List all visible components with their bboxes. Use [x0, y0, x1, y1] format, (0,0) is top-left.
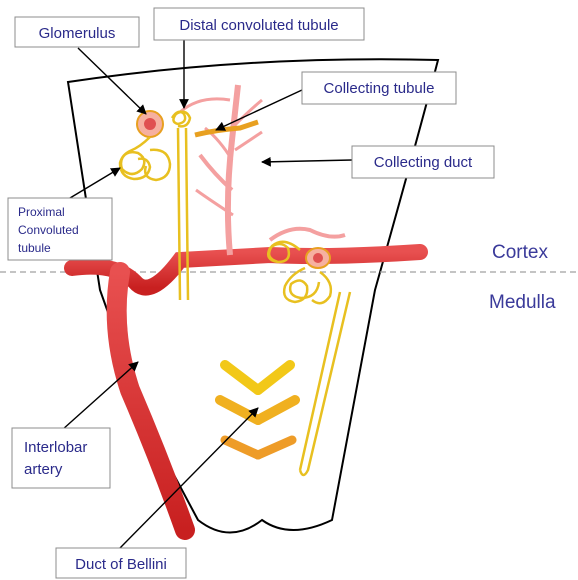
svg-text:Distal convoluted tubule: Distal convoluted tubule [179, 17, 338, 34]
svg-text:Collecting duct: Collecting duct [374, 154, 473, 171]
svg-text:Collecting tubule: Collecting tubule [324, 80, 435, 97]
label-interlobar-artery: Interlobar artery [12, 428, 110, 488]
label-collecting-tubule: Collecting tubule [302, 72, 456, 104]
label-proximal-convoluted-tubule: Proximal Convoluted tubule [8, 198, 112, 260]
lower-nephron [268, 242, 350, 475]
label-glomerulus: Glomerulus [15, 17, 139, 47]
label-duct-of-bellini: Duct of Bellini [56, 548, 186, 578]
svg-text:Glomerulus: Glomerulus [39, 25, 116, 42]
zone-label-medulla: Medulla [489, 292, 556, 313]
svg-text:Convoluted: Convoluted [18, 223, 79, 237]
svg-text:tubule: tubule [18, 241, 51, 255]
zone-label-cortex: Cortex [492, 242, 548, 263]
label-collecting-duct: Collecting duct [352, 146, 494, 178]
svg-text:Duct of Bellini: Duct of Bellini [75, 556, 167, 573]
svg-text:Interlobar: Interlobar [24, 439, 87, 456]
label-distal-convoluted-tubule: Distal convoluted tubule [154, 8, 364, 40]
svg-text:artery: artery [24, 461, 63, 478]
svg-text:Proximal: Proximal [18, 205, 65, 219]
